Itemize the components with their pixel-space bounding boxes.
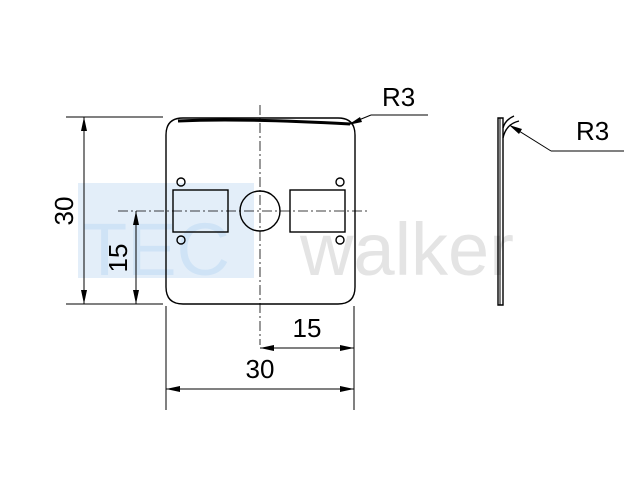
hole-top-left [176, 177, 186, 187]
dim-label-height-half: 15 [103, 244, 133, 273]
dim-width-total: 30 [165, 306, 354, 410]
dim-width-half: 15 [260, 306, 355, 410]
side-bend [502, 115, 515, 129]
arrowhead [348, 117, 362, 125]
plate-outline [165, 117, 356, 305]
arrowhead [133, 211, 139, 225]
arrowhead [133, 290, 139, 304]
watermark: TEC walker [78, 183, 514, 291]
dim-label-radius-front: R3 [382, 82, 415, 112]
hole-bottom-left [176, 235, 186, 245]
watermark-prefix: TEC [82, 208, 230, 291]
arrowhead [260, 345, 274, 351]
arrowhead [340, 386, 354, 392]
hole-top-right [335, 177, 345, 187]
arrowhead [166, 386, 180, 392]
hole-bottom-right [335, 235, 345, 245]
dim-height-half: 15 [103, 211, 139, 304]
dim-radius-front: R3 [348, 82, 428, 125]
dim-label-width-half: 15 [293, 313, 322, 343]
side-bend-outer [502, 120, 520, 139]
arrowhead [81, 117, 87, 131]
plate-bend-edge [177, 118, 351, 126]
dim-height-total: 30 [49, 116, 163, 305]
front-view [118, 105, 368, 345]
arrowhead [509, 125, 522, 134]
watermark-suffix: walker [299, 208, 514, 291]
dim-label-radius-side: R3 [576, 116, 609, 146]
side-profile [497, 117, 504, 306]
side-view: R3 [497, 115, 624, 306]
dim-label-height-total: 30 [49, 197, 79, 226]
dim-label-width-total: 30 [246, 354, 275, 384]
arrowhead [340, 345, 354, 351]
arrowhead [81, 290, 87, 304]
